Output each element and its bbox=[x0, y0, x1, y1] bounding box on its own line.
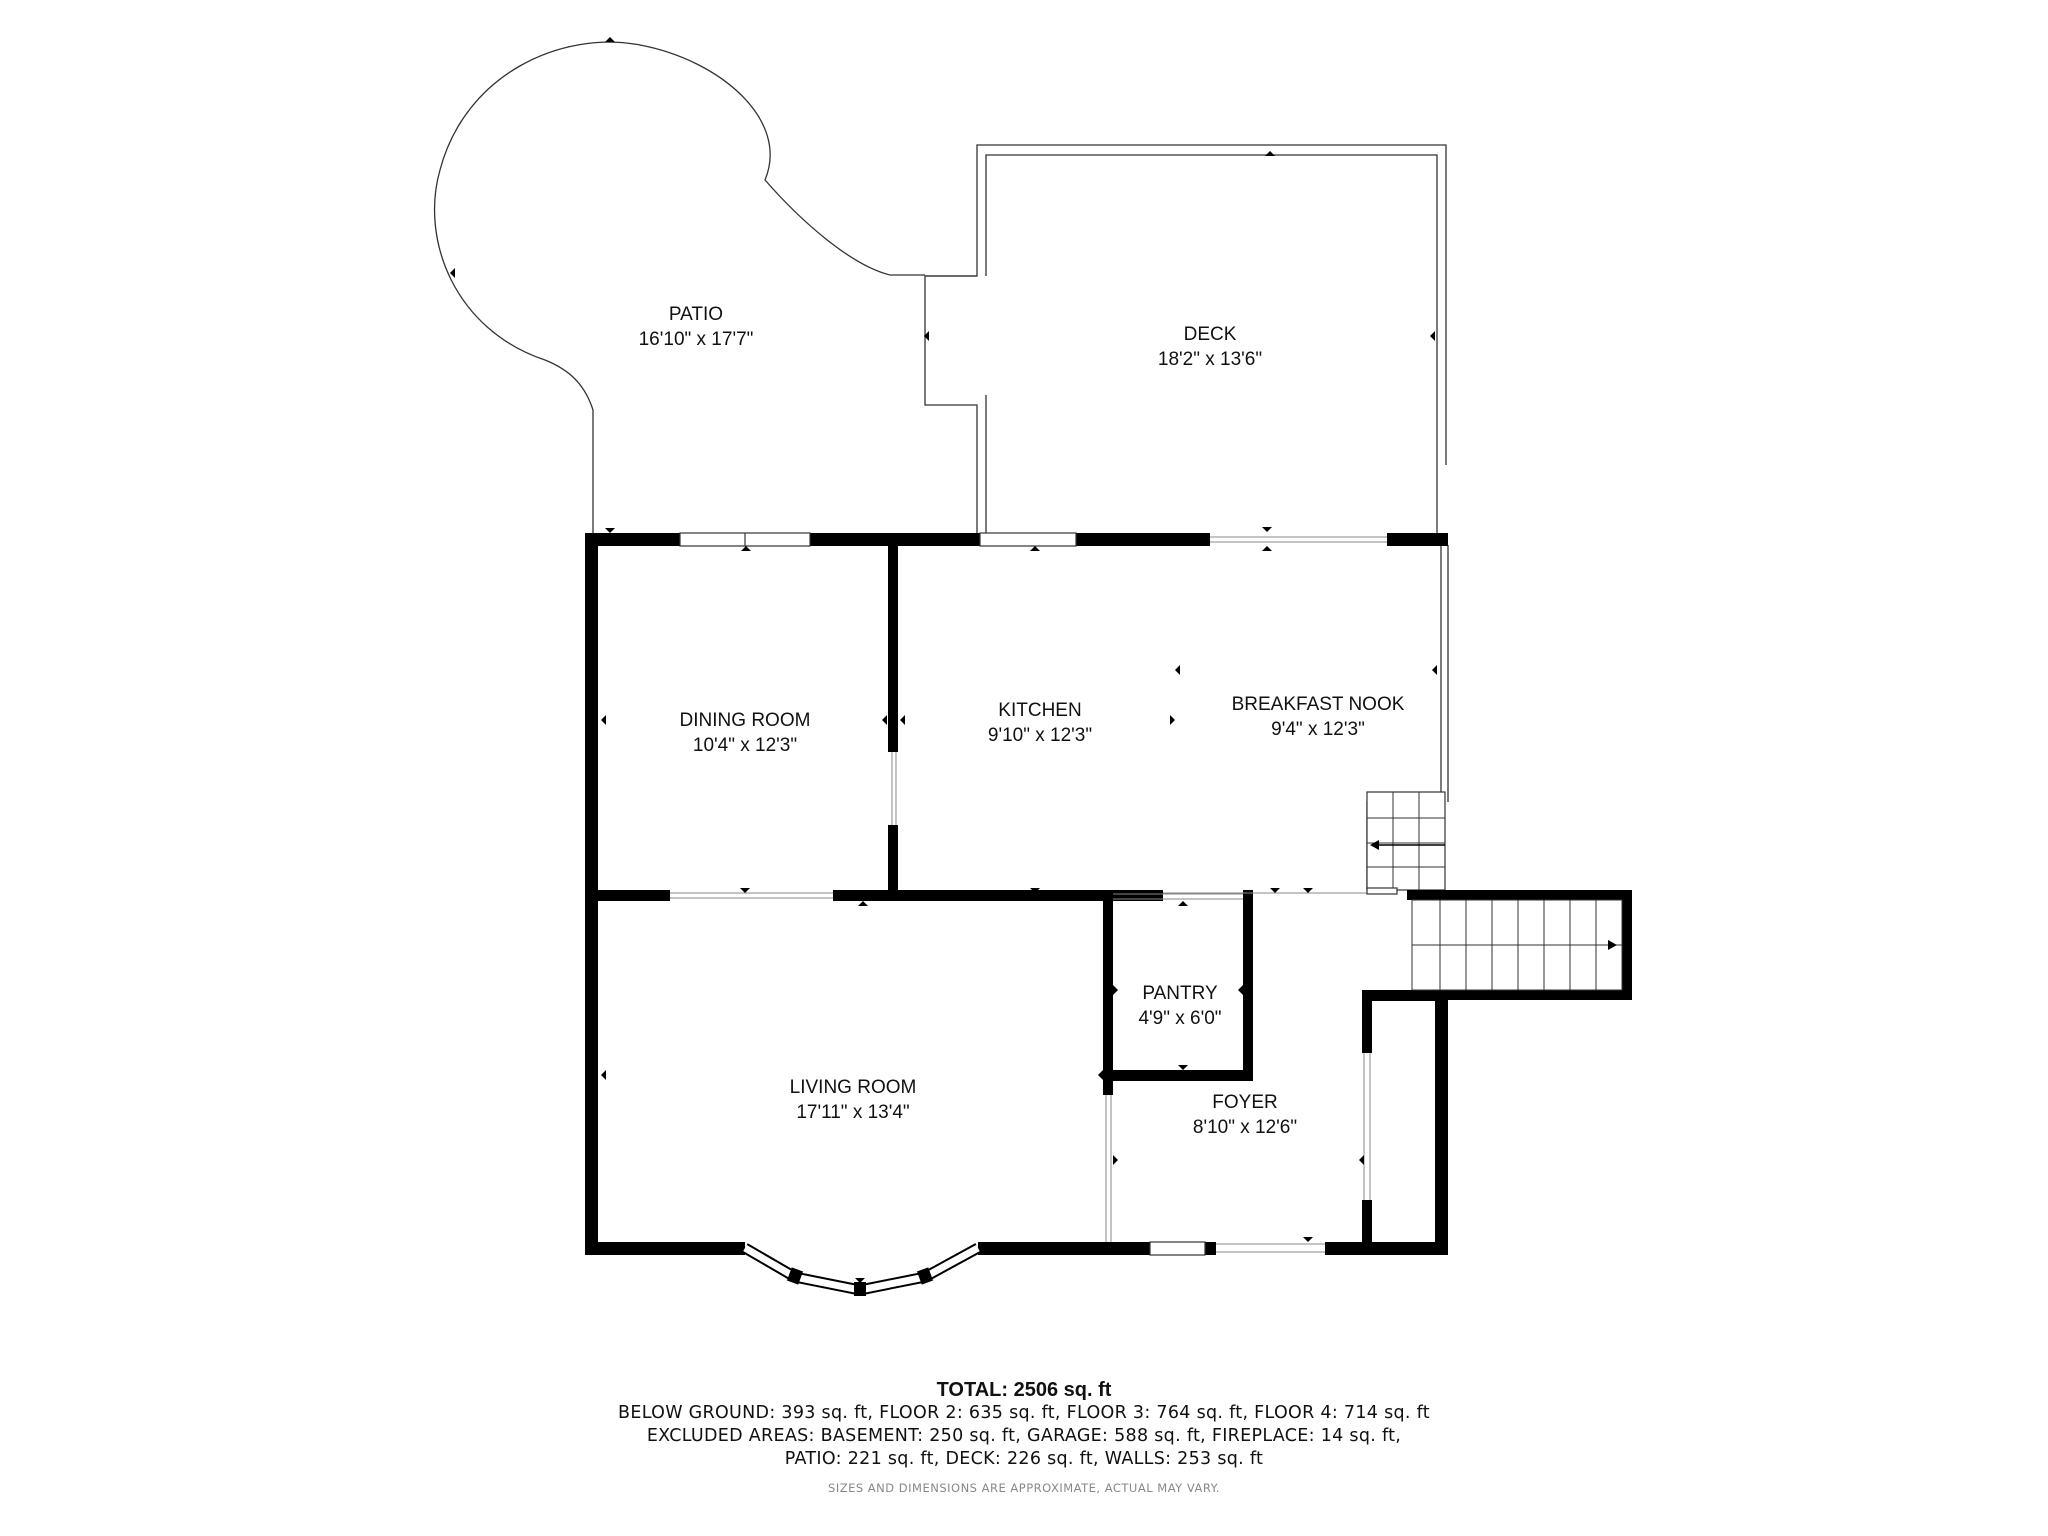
pantry-dims: 4'9" x 6'0" bbox=[1138, 1008, 1221, 1029]
deck-outline bbox=[924, 144, 1447, 540]
foyer-dims: 8'10" x 12'6" bbox=[1193, 1117, 1297, 1138]
living-room-label: LIVING ROOM bbox=[790, 1077, 917, 1098]
patio-outline bbox=[433, 41, 925, 540]
disclaimer: SIZES AND DIMENSIONS ARE APPROXIMATE, AC… bbox=[828, 1481, 1220, 1495]
floor-areas: BELOW GROUND: 393 sq. ft, FLOOR 2: 635 s… bbox=[618, 1403, 1430, 1423]
breakfast-nook-label: BREAKFAST NOOK bbox=[1232, 694, 1405, 715]
deck-label: DECK bbox=[1184, 324, 1237, 345]
bay-window bbox=[742, 1243, 981, 1296]
patio-dims: 16'10" x 17'7" bbox=[639, 329, 754, 350]
living-room-dims: 17'11" x 13'4" bbox=[796, 1102, 909, 1123]
dimension-markers bbox=[450, 37, 1437, 1283]
deck-dims: 18'2" x 13'6" bbox=[1158, 349, 1262, 370]
exterior-walls bbox=[585, 533, 1448, 1255]
dining-room-label: DINING ROOM bbox=[680, 710, 811, 731]
excluded-areas-continued: PATIO: 221 sq. ft, DECK: 226 sq. ft, WAL… bbox=[784, 1449, 1264, 1469]
windows bbox=[679, 532, 1387, 1256]
pantry-label: PANTRY bbox=[1142, 983, 1218, 1004]
patio-label: PATIO bbox=[669, 304, 723, 325]
excluded-areas: EXCLUDED AREAS: BASEMENT: 250 sq. ft, GA… bbox=[646, 1426, 1402, 1446]
kitchen-dims: 9'10" x 12'3" bbox=[988, 725, 1092, 746]
interior-walls bbox=[595, 545, 1371, 1242]
kitchen-label: KITCHEN bbox=[998, 700, 1081, 721]
area-summary: TOTAL: 2506 sq. ft BELOW GROUND: 393 sq.… bbox=[0, 1378, 2048, 1495]
stairs-upper bbox=[1366, 791, 1446, 895]
foyer-label: FOYER bbox=[1212, 1092, 1277, 1113]
stairs-lower bbox=[1407, 890, 1632, 1000]
dining-room-dims: 10'4" x 12'3" bbox=[693, 735, 797, 756]
breakfast-nook-dims: 9'4" x 12'3" bbox=[1271, 719, 1365, 740]
total-area: TOTAL: 2506 sq. ft bbox=[936, 1379, 1112, 1401]
